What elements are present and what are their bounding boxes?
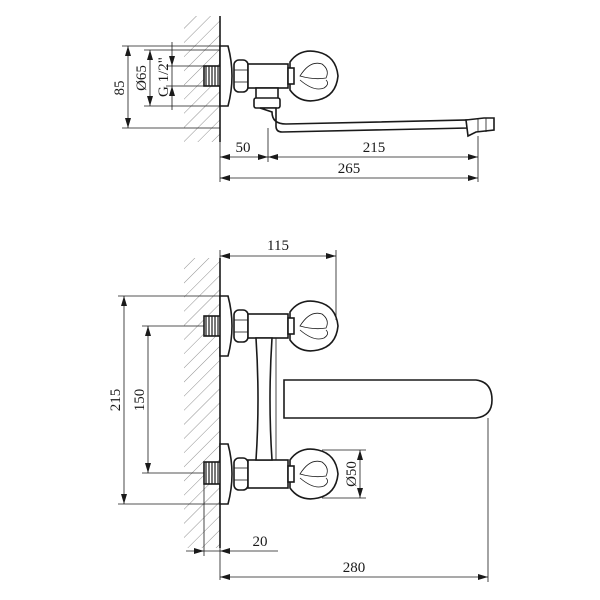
dimension-85: 85 (112, 45, 220, 129)
dim-g12-label: G 1/2" (156, 57, 172, 97)
top-view: 85 Ø65 G 1/2" (112, 16, 495, 182)
handle-top (287, 50, 339, 102)
dim-20-label: 20 (253, 534, 268, 550)
dimension-g12: G 1/2" (156, 42, 204, 110)
dim-215-front-label: 215 (108, 389, 124, 412)
spout-outlet-top (465, 117, 495, 138)
mixer-body-top (247, 63, 289, 89)
dim-85-label: 85 (112, 81, 128, 96)
dimension-215-front: 215 (108, 295, 220, 505)
dim-d65-label: Ø65 (134, 65, 150, 91)
escutcheon-upper (219, 295, 233, 357)
front-view: 115 215 150 Ø50 (108, 238, 493, 582)
wall-section-front (184, 258, 221, 548)
handle-lower (287, 448, 339, 500)
spout-body-top (253, 87, 469, 133)
spout-front (283, 379, 493, 419)
dimension-50-215: 50 215 (219, 106, 479, 182)
dim-115-label: 115 (267, 238, 289, 254)
escutcheon-lower (219, 443, 233, 505)
dimension-d65: Ø65 (134, 49, 220, 107)
dimension-265: 265 (220, 161, 478, 181)
dimension-150: 150 (132, 325, 204, 474)
dim-150-label: 150 (132, 389, 148, 412)
dimension-280: 280 (220, 418, 489, 582)
mixer-body-front (247, 313, 289, 489)
dimension-115: 115 (219, 238, 337, 320)
threaded-connector-lower (203, 461, 223, 485)
dim-d50-label: Ø50 (344, 461, 360, 487)
hex-nut-lower (233, 457, 249, 491)
dim-215-top-label: 215 (363, 140, 386, 156)
dimension-d50: Ø50 (322, 449, 366, 499)
threaded-connector-upper (203, 315, 223, 337)
hex-nut-upper (233, 309, 249, 343)
dim-50-label: 50 (236, 140, 251, 156)
handle-upper (287, 300, 339, 352)
escutcheon-top (219, 45, 233, 107)
dimension-20: 20 (186, 484, 278, 580)
hex-nut-top (233, 59, 249, 93)
dim-280-label: 280 (343, 560, 366, 576)
dim-265-label: 265 (338, 161, 361, 177)
